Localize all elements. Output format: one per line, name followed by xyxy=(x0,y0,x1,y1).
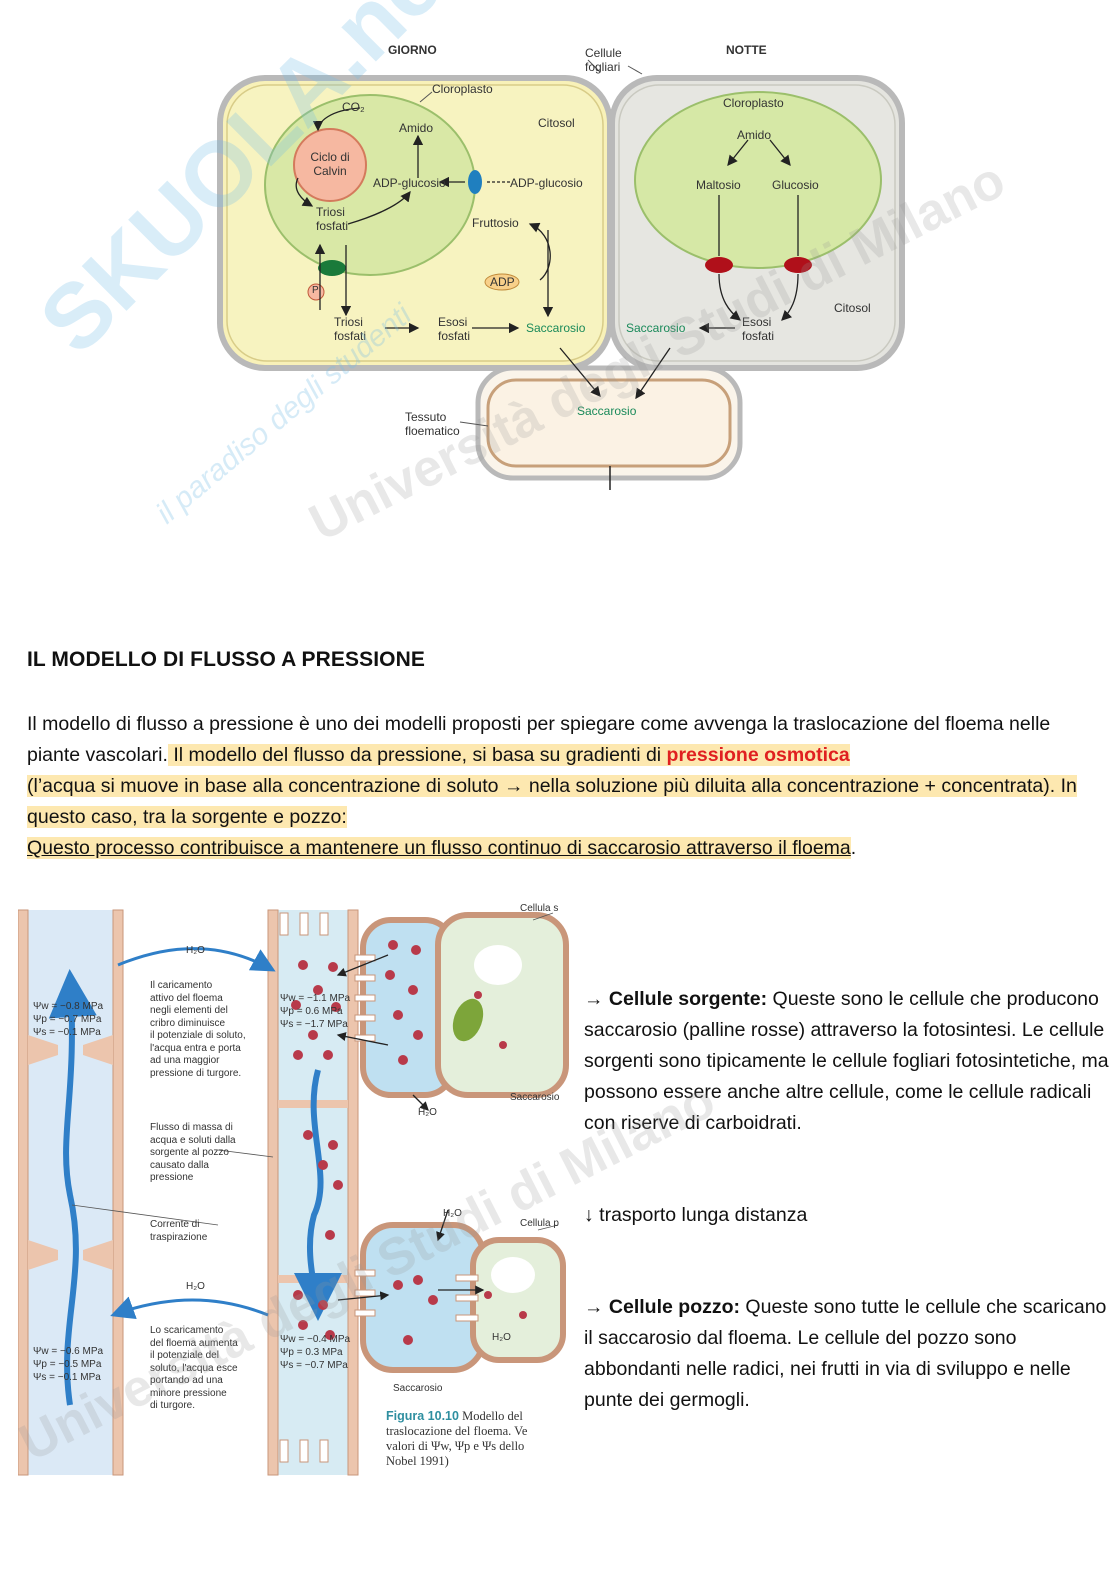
label-cloroplasto-day: Cloroplasto xyxy=(432,82,493,96)
para-highlight-b: (l’acqua si muove in base alla concentra… xyxy=(27,775,1077,828)
calvin-cycle xyxy=(293,128,367,202)
label-saccarosio-source: Saccarosio xyxy=(510,1092,560,1103)
label-cellula-sorgente: Cellula s xyxy=(520,903,559,914)
label-giorno: GIORNO xyxy=(388,43,437,57)
label-p: P xyxy=(312,285,319,296)
label-saccarosio-sink: Saccarosio xyxy=(393,1383,443,1394)
label-co2: CO₂ xyxy=(342,100,365,114)
sink-cells-heading: Cellule pozzo: xyxy=(608,1296,741,1318)
figure-caption: Figura 10.10 Modello del traslocazione d… xyxy=(386,1409,528,1468)
label-h2o-lower: H₂O xyxy=(443,1208,462,1219)
figure-pressure-flow-model: H₂O H₂O H₂O H₂O H₂O Cellula s Cellula p … xyxy=(17,895,573,1485)
label-glucosio: Glucosio xyxy=(772,178,819,192)
para-highlight-a: Il modello del flusso da pressione, si b… xyxy=(167,744,667,766)
label-adp-glucosio-cytosol: ADP-glucosio xyxy=(510,176,583,190)
para-intro: Il modello di flusso a pressione è uno d… xyxy=(27,713,1051,766)
label-adp: ADP xyxy=(490,275,515,289)
label-h2o-bottom: H₂O xyxy=(186,1281,205,1292)
para-underlined: Questo processo contribuisce a mantenere… xyxy=(27,837,851,859)
chloroplast-night xyxy=(634,91,882,269)
label-saccarosio-phloem: Saccarosio xyxy=(577,404,637,418)
label-fruttosio: Fruttosio xyxy=(472,216,519,230)
para-pressione-osmotica: pressione osmotica xyxy=(666,744,850,766)
label-h2o-top: H₂O xyxy=(186,945,205,956)
label-saccarosio-night: Saccarosio xyxy=(626,321,686,335)
side-source-cells: → Cellule sorgente: Queste sono le cellu… xyxy=(584,988,1109,1134)
caption-label: Figura 10.10 xyxy=(386,1409,459,1423)
figure2-svg xyxy=(17,909,569,1476)
phloem-sieve-tube xyxy=(268,910,358,1475)
label-saccarosio-day: Saccarosio xyxy=(526,321,586,335)
label-cellula-pozzo: Cellula p xyxy=(520,1218,559,1229)
label-citosol-day: Citosol xyxy=(538,116,575,130)
label-adp-glucosio-chloroplast: ADP-glucosio xyxy=(373,176,446,190)
figure1-svg xyxy=(217,59,905,490)
label-amido-night: Amido xyxy=(737,128,772,142)
label-cloroplasto-night: Cloroplasto xyxy=(723,96,784,110)
side-sink-cells: → Cellule pozzo: Queste sono tutte le ce… xyxy=(584,1296,1107,1411)
label-h2o-sink: H₂O xyxy=(492,1332,511,1343)
mesophyll-cell-source xyxy=(435,912,569,1098)
label-h2o-mid: H₂O xyxy=(418,1107,437,1118)
label-notte: NOTTE xyxy=(726,43,767,57)
label-amido-day: Amido xyxy=(399,121,434,135)
para-end: . xyxy=(850,837,857,859)
side-transport: ↓ trasporto lunga distanza xyxy=(584,1204,808,1226)
label-citosol-night: Citosol xyxy=(834,301,871,315)
label-maltosio: Maltosio xyxy=(696,178,741,192)
source-cells-heading: Cellule sorgente: xyxy=(608,988,768,1010)
section-title: IL MODELLO DI FLUSSO A PRESSIONE xyxy=(27,648,425,671)
section-paragraph: Il modello di flusso a pressione è uno d… xyxy=(27,709,1102,864)
